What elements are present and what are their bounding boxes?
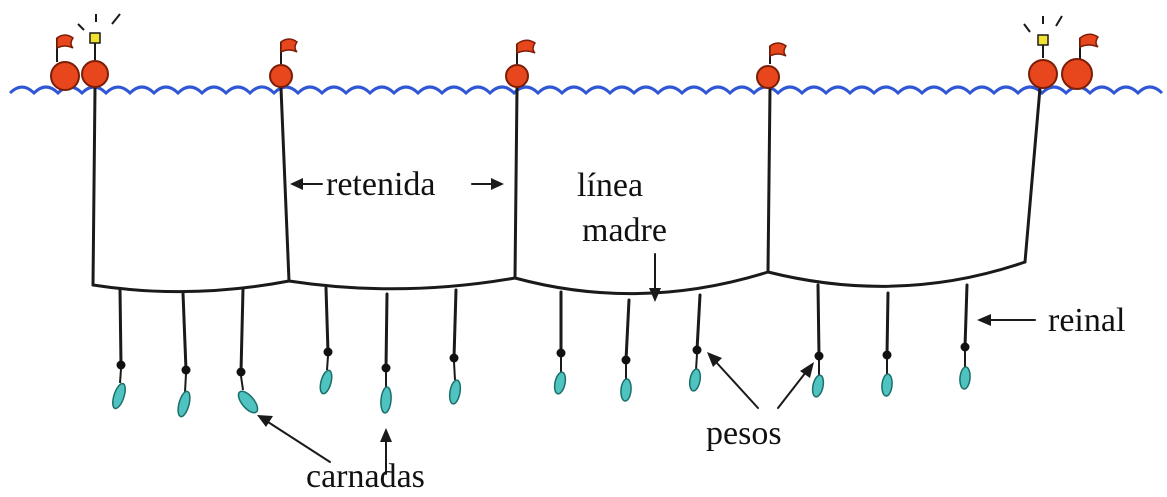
flag-icon xyxy=(769,42,788,58)
weight-icon xyxy=(449,353,459,363)
bait-fish-icon xyxy=(112,382,126,410)
buoy-line-2 xyxy=(279,86,291,283)
buoy-with-flag-icon xyxy=(1028,59,1058,89)
bait-fish-icon xyxy=(688,368,702,392)
weight-icon xyxy=(116,360,126,370)
branch-line xyxy=(384,292,389,370)
pesos-arrows xyxy=(707,352,814,409)
weight-icon xyxy=(692,345,702,355)
buoy-with-flag-icon xyxy=(505,64,529,88)
branch-line xyxy=(239,287,245,374)
leader xyxy=(119,368,122,384)
bait-fish-icon xyxy=(380,386,392,414)
radio-beacon-icon xyxy=(89,32,101,44)
bait-fish-icon xyxy=(881,373,893,397)
branch-line xyxy=(885,291,890,357)
bait-fish-icon xyxy=(553,371,567,395)
buoy-2 xyxy=(269,38,299,88)
buoy-4 xyxy=(756,42,788,89)
baits xyxy=(112,366,971,418)
branch-line xyxy=(181,291,188,372)
branch-line xyxy=(816,283,821,358)
weight-icon xyxy=(814,351,824,361)
flag-icon xyxy=(280,38,299,54)
buoy-line-1 xyxy=(91,86,97,287)
buoy-with-flag-icon xyxy=(756,65,780,89)
weight-icon xyxy=(882,350,892,360)
beacon-ray xyxy=(1023,23,1031,33)
label-carnadas: carnadas xyxy=(306,458,425,495)
label-retenida: retenida xyxy=(326,166,436,203)
weight-icon xyxy=(236,367,246,377)
branch-line xyxy=(695,293,702,352)
flag-icon xyxy=(56,34,75,50)
weight-icon xyxy=(621,355,631,365)
radio-beacon-icon xyxy=(1037,34,1049,46)
retenida-arrow xyxy=(290,178,504,190)
bait-fish-icon xyxy=(959,366,971,390)
buoy-line-3 xyxy=(513,86,519,280)
bait-fish-icon xyxy=(448,379,462,405)
carnadas-arrows xyxy=(257,415,392,475)
weight-icon xyxy=(181,365,191,375)
leader xyxy=(326,355,329,371)
weight-icon xyxy=(323,347,333,357)
buoy-3 xyxy=(505,39,537,88)
weight-icon xyxy=(381,363,391,373)
branch-line xyxy=(324,286,330,354)
leader xyxy=(453,361,456,381)
bait-fish-icon xyxy=(811,374,825,398)
buoy-with-flag-icon xyxy=(50,61,80,91)
water-surface xyxy=(8,85,1164,96)
branch-lines xyxy=(118,283,969,374)
buoy-with-flag-icon xyxy=(1061,58,1093,90)
leader xyxy=(695,353,698,371)
weight-icon xyxy=(960,342,970,352)
leaders xyxy=(119,351,966,393)
flag-icon xyxy=(516,39,537,55)
linea-madre-arrow xyxy=(649,253,661,302)
buoy-with-flag-icon xyxy=(269,64,293,88)
bait-fish-icon xyxy=(237,390,259,414)
branch-line xyxy=(963,283,969,349)
buoy-group-left xyxy=(50,13,121,91)
bait-fish-icon xyxy=(177,390,191,418)
bait-fish-icon xyxy=(620,378,632,402)
buoy-with-flag-icon xyxy=(81,60,109,88)
label-linea: línea xyxy=(577,167,643,204)
beacon-ray xyxy=(77,23,85,31)
reinal-arrow xyxy=(977,314,1036,326)
weight-icon xyxy=(556,348,566,358)
beacon-ray xyxy=(111,13,121,25)
branch-line xyxy=(118,287,123,367)
branch-line xyxy=(452,288,458,360)
branch-line xyxy=(624,298,631,362)
label-madre: madre xyxy=(582,212,667,249)
buoy-line-5 xyxy=(1023,86,1042,264)
leader xyxy=(184,373,187,393)
buoy-group-right xyxy=(1023,15,1100,90)
buoy-line-4 xyxy=(766,86,772,274)
main-line xyxy=(91,260,1027,296)
label-reinal: reinal xyxy=(1048,302,1125,339)
beacon-ray xyxy=(1055,15,1063,27)
label-pesos: pesos xyxy=(706,415,782,452)
weights xyxy=(116,342,970,377)
leader xyxy=(240,375,244,391)
bait-fish-icon xyxy=(319,369,333,395)
flag-icon xyxy=(1079,33,1100,49)
